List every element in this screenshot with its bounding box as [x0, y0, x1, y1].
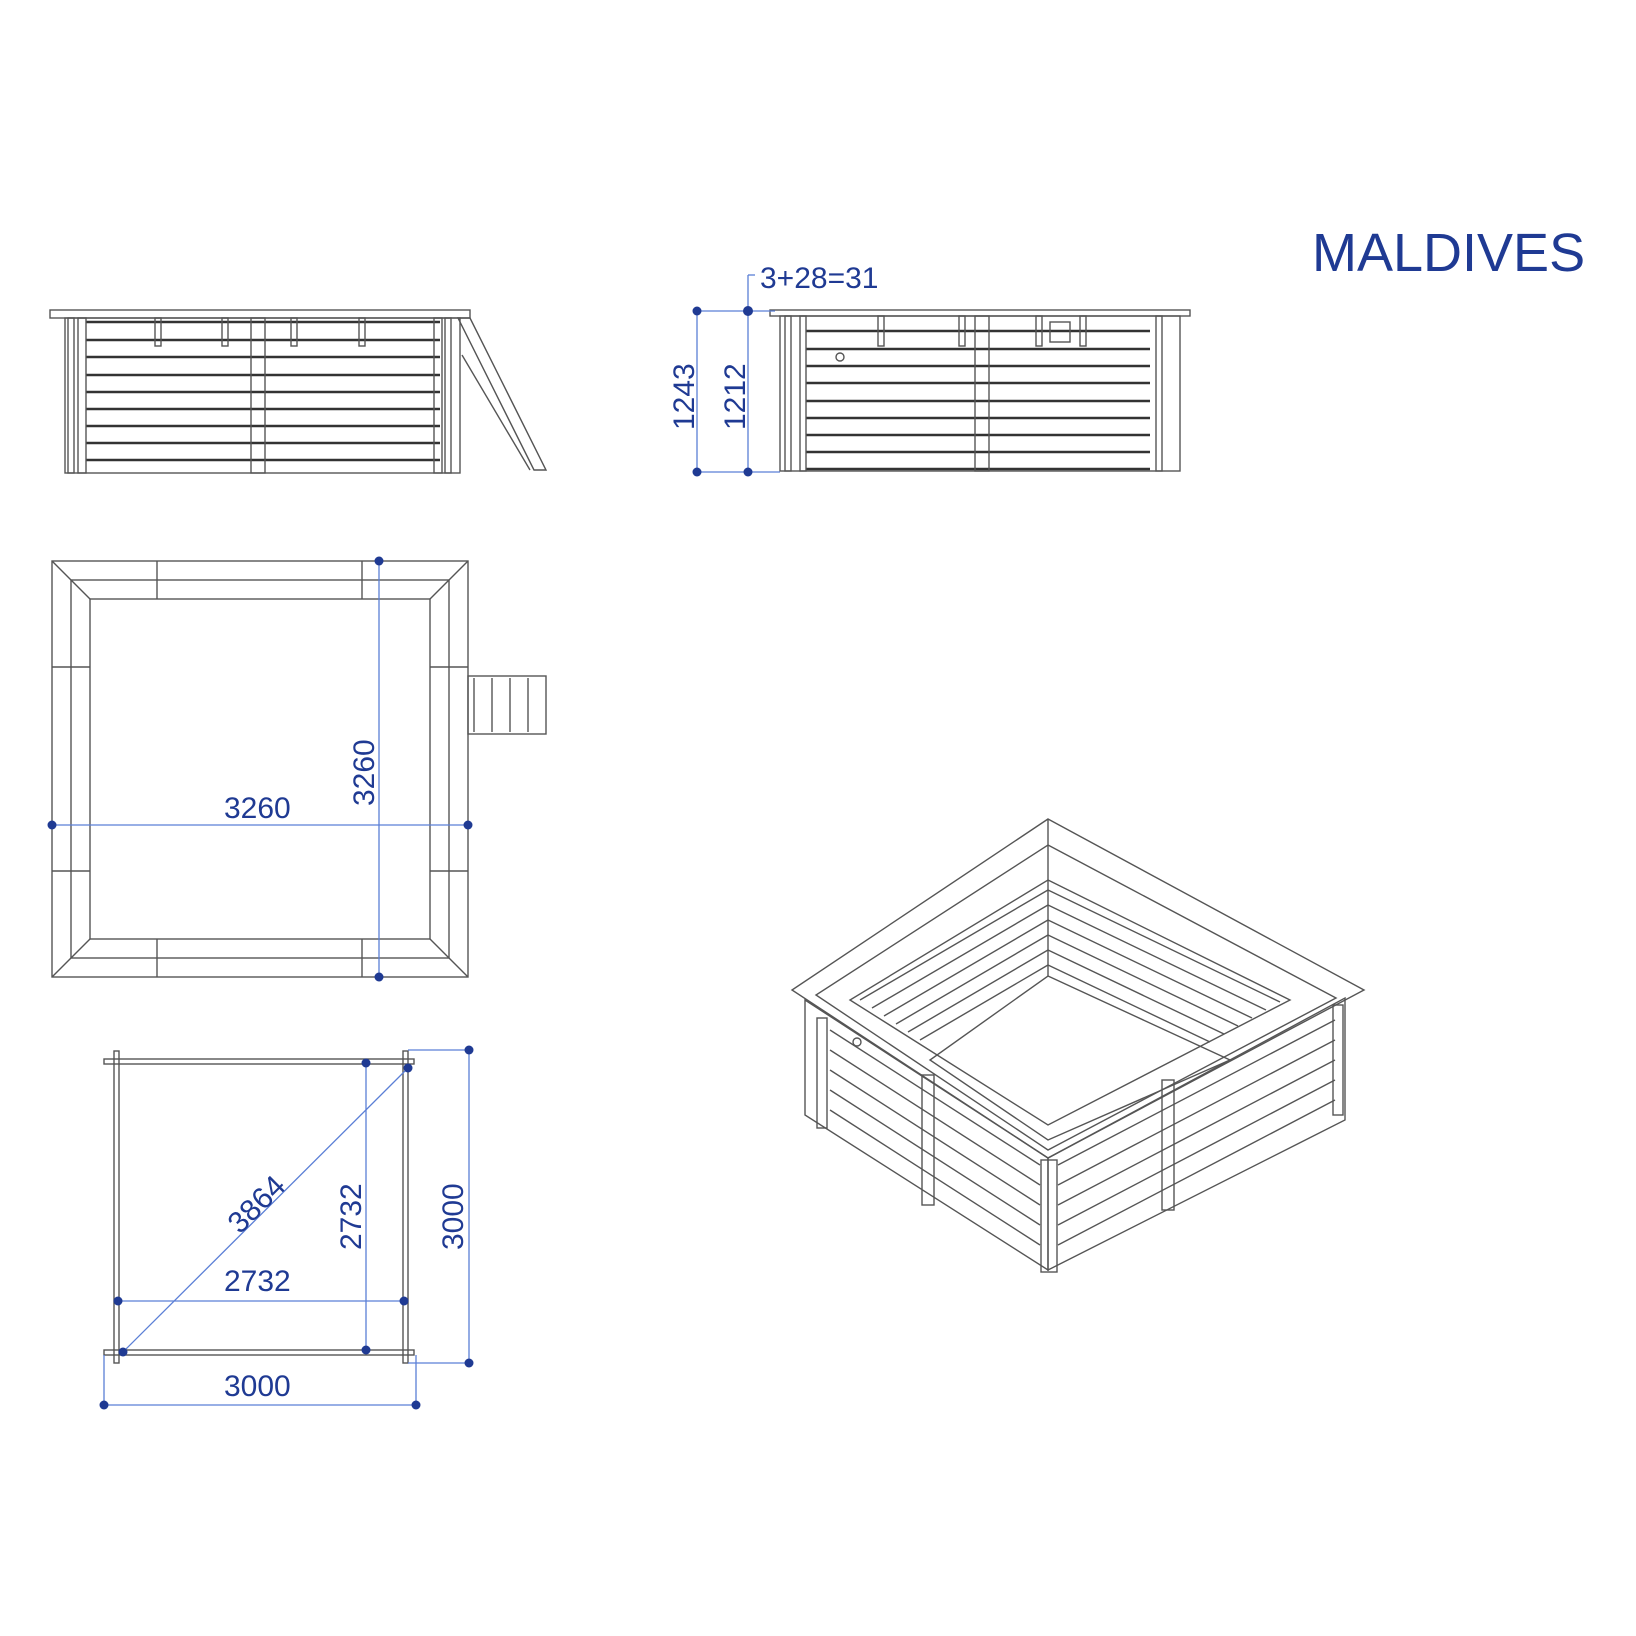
top-view: 3260 3260 — [47, 556, 547, 982]
overall-height-label: 1243 — [668, 363, 701, 430]
side-elevation-with-ladder — [49, 309, 548, 474]
outer-horizontal-label: 3000 — [224, 1370, 291, 1403]
frame-plan: 3864 2732 2732 3000 3000 — [99, 1045, 474, 1410]
coping-note-label: 3+28=31 — [760, 262, 878, 295]
diagonal-label: 3864 — [222, 1169, 293, 1240]
isometric-view — [790, 818, 1366, 1273]
outer-vertical-label: 3000 — [437, 1183, 470, 1250]
inner-horizontal-label: 2732 — [224, 1265, 291, 1298]
inner-vertical-label: 2732 — [335, 1183, 368, 1250]
top-depth-label: 3260 — [348, 739, 381, 806]
front-elevation-dimensioned: 3+28=31 1243 1212 — [668, 262, 1191, 477]
product-title: MALDIVES — [1312, 223, 1586, 283]
wall-height-label: 1212 — [719, 363, 752, 430]
top-width-label: 3260 — [224, 792, 291, 825]
